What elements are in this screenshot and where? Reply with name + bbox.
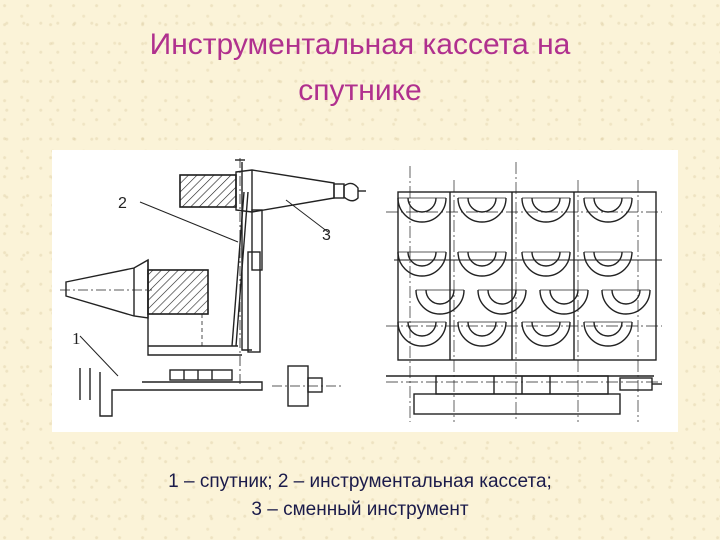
cradle-inner xyxy=(611,289,641,305)
cradle-outer xyxy=(415,289,465,315)
cradle-outer xyxy=(457,197,507,223)
cradle-outer xyxy=(539,289,589,315)
cradle-outer xyxy=(397,197,447,223)
cradle-inner xyxy=(467,321,497,337)
cradle-inner xyxy=(531,197,561,213)
cradle-outer xyxy=(477,289,527,315)
front-view xyxy=(386,162,662,422)
cradle-inner xyxy=(531,251,561,267)
slide-title-line-2: спутнике xyxy=(298,74,422,107)
side-view xyxy=(60,158,366,417)
cradle-inner xyxy=(487,289,517,305)
cradle-outer xyxy=(397,321,447,347)
technical-drawing: 2 3 1 xyxy=(52,150,678,432)
cassette-body xyxy=(231,158,263,386)
cradle-inner xyxy=(549,289,579,305)
cradle-outer xyxy=(457,321,507,347)
cradle-outer xyxy=(521,251,571,277)
cradle-inner xyxy=(407,321,437,337)
cradle-outer xyxy=(397,251,447,277)
cradle-outer xyxy=(521,321,571,347)
cradle-inner xyxy=(593,251,623,267)
upper-tool xyxy=(179,169,366,213)
cradle-outer xyxy=(601,289,651,315)
front-centerlines xyxy=(386,162,662,422)
cradle-outer xyxy=(583,197,633,223)
satellite-base xyxy=(79,365,342,417)
cradle-inner xyxy=(425,289,455,305)
cradle-inner xyxy=(407,197,437,213)
cassette-cradles xyxy=(397,192,651,360)
cradle-inner xyxy=(467,197,497,213)
slide-title-line-1: Инструментальная кассета на xyxy=(149,28,571,61)
caption-line-2: 3 – сменный инструмент xyxy=(251,499,469,520)
cradle-inner xyxy=(593,321,623,337)
cradle-inner xyxy=(407,251,437,267)
slide-title: Инструментальная кассета на спутнике xyxy=(60,22,660,114)
label-3: 3 xyxy=(322,227,331,244)
caption-line-1: 1 – спутник; 2 – инструментальная кассет… xyxy=(168,471,552,492)
cradle-inner xyxy=(531,321,561,337)
cradle-outer xyxy=(583,251,633,277)
cradle-inner xyxy=(593,197,623,213)
label-2: 2 xyxy=(118,195,127,212)
lower-tool xyxy=(60,258,242,356)
cradle-outer xyxy=(457,251,507,277)
cradle-outer xyxy=(583,321,633,347)
cradle-inner xyxy=(467,251,497,267)
cradle-outer xyxy=(521,197,571,223)
front-base xyxy=(386,375,662,415)
figure-caption: 1 – спутник; 2 – инструментальная кассет… xyxy=(60,468,660,524)
label-1: 1 xyxy=(72,329,81,348)
